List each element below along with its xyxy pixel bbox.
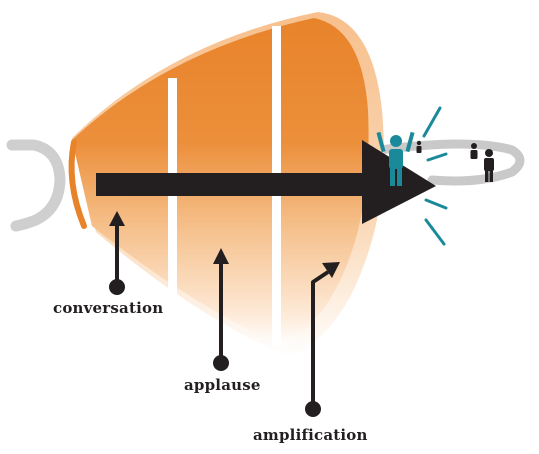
applause-label: applause	[184, 376, 261, 394]
megaphone-cord	[375, 139, 525, 186]
person-icon-large	[484, 149, 494, 182]
amplification-arrow	[96, 140, 436, 224]
conversation-label: conversation	[53, 299, 164, 317]
applause-pointer	[213, 248, 229, 371]
amplification-pointer	[305, 262, 340, 417]
megaphone-handle	[6, 139, 66, 232]
cone-rib-left	[168, 78, 177, 320]
person-icon-small	[416, 140, 422, 153]
person-icon-medium	[470, 143, 478, 159]
megaphone-throat-edge	[68, 139, 87, 229]
amplification-label: amplification	[253, 426, 368, 444]
person-arms-raised-icon	[376, 131, 415, 186]
conversation-pointer	[109, 211, 125, 295]
signal-rays-icon	[422, 106, 448, 246]
